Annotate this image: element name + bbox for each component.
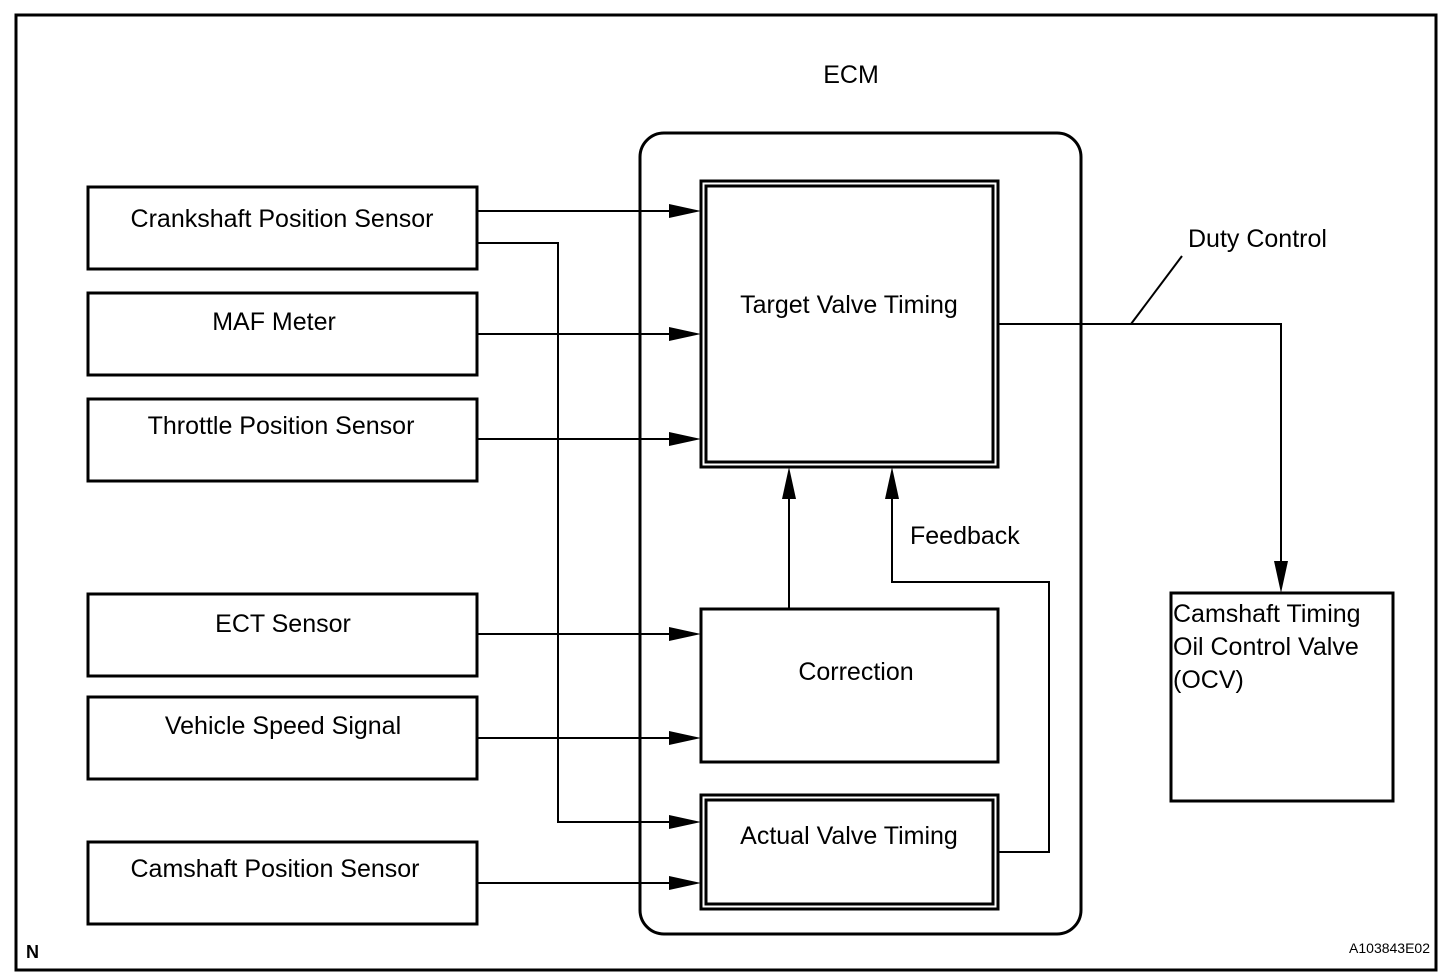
correction-to-target-arrow bbox=[782, 467, 796, 609]
ecm-label: ECM bbox=[823, 61, 879, 89]
figure-id: A103843E02 bbox=[1349, 940, 1430, 956]
ect-to-correction-arrow bbox=[477, 627, 701, 641]
throttle-sensor-box: Throttle Position Sensor bbox=[86, 397, 479, 483]
actual-valve-timing-block: Actual Valve Timing bbox=[699, 793, 1000, 911]
duty-control-label: Duty Control bbox=[1188, 225, 1327, 253]
crankshaft-sensor-label: Crankshaft Position Sensor bbox=[131, 205, 434, 233]
crankshaft-to-target-arrow bbox=[477, 204, 701, 218]
target-valve-timing-block: Target Valve Timing bbox=[699, 179, 1000, 469]
vehicle-speed-to-correction-arrow bbox=[477, 731, 701, 745]
vehicle-speed-label: Vehicle Speed Signal bbox=[165, 712, 401, 740]
correction-label: Correction bbox=[798, 658, 913, 686]
feedback-arrow bbox=[885, 467, 1050, 853]
ocv-box: Camshaft Timing Oil Control Valve (OCV) bbox=[1169, 591, 1395, 803]
crankshaft-sensor-box: Crankshaft Position Sensor bbox=[86, 185, 479, 271]
duty-control-arrow bbox=[998, 255, 1288, 593]
vehicle-speed-box: Vehicle Speed Signal bbox=[86, 695, 479, 781]
ecm-block bbox=[638, 131, 1083, 936]
maf-to-target-arrow bbox=[477, 327, 701, 341]
ocv-label-line1: Camshaft Timing bbox=[1173, 600, 1361, 628]
duty-control-leader bbox=[1130, 255, 1183, 325]
target-valve-timing-label: Target Valve Timing bbox=[740, 291, 958, 319]
maf-meter-box: MAF Meter bbox=[86, 291, 479, 377]
maf-meter-label: MAF Meter bbox=[212, 308, 336, 336]
throttle-sensor-label: Throttle Position Sensor bbox=[148, 412, 415, 440]
outer-frame bbox=[14, 13, 1438, 972]
corner-mark: N bbox=[26, 942, 39, 962]
throttle-to-target-arrow bbox=[477, 432, 701, 446]
ect-sensor-box: ECT Sensor bbox=[86, 592, 479, 678]
ocv-label-line2: Oil Control Valve bbox=[1173, 633, 1359, 661]
camshaft-sensor-box: Camshaft Position Sensor bbox=[86, 840, 479, 926]
crankshaft-to-actual-arrow bbox=[477, 242, 701, 829]
ect-sensor-label: ECT Sensor bbox=[215, 610, 351, 638]
actual-valve-timing-label: Actual Valve Timing bbox=[740, 822, 958, 850]
feedback-label: Feedback bbox=[910, 522, 1020, 550]
camshaft-to-actual-arrow bbox=[477, 876, 701, 890]
ocv-label-line3: (OCV) bbox=[1173, 666, 1244, 694]
correction-block: Correction bbox=[699, 607, 1000, 764]
camshaft-sensor-label: Camshaft Position Sensor bbox=[130, 855, 419, 883]
